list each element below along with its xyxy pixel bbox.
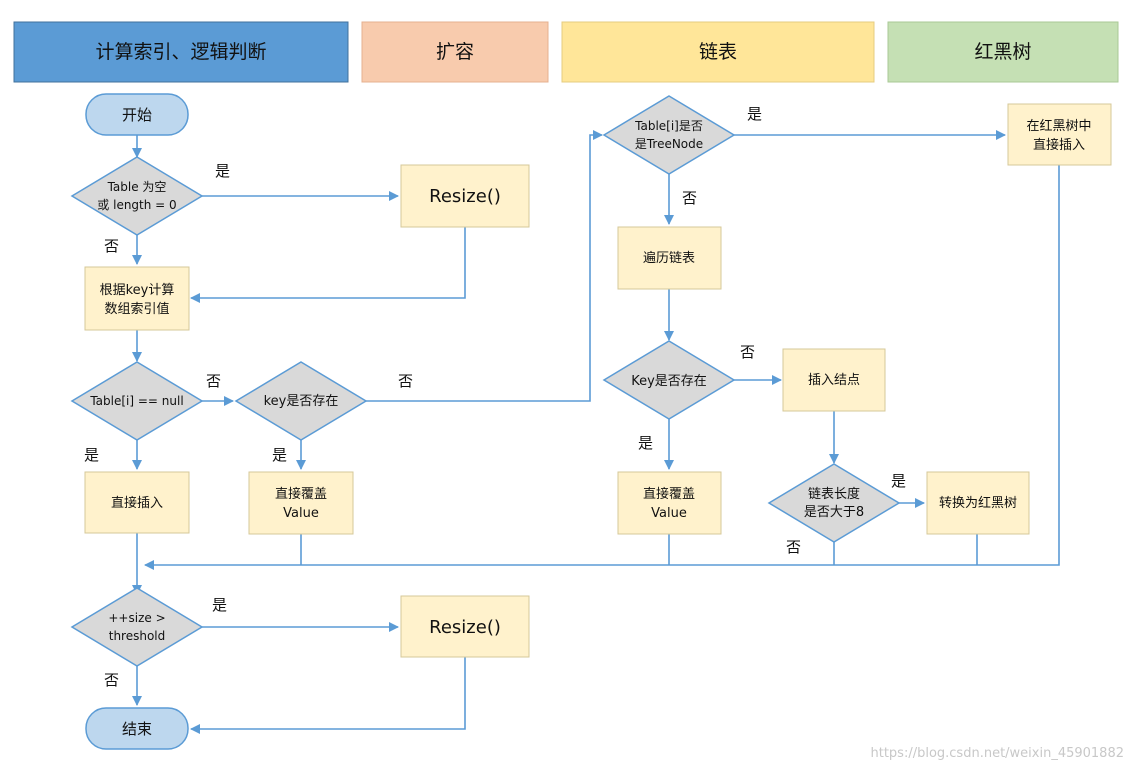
connectors [132,130,1060,734]
insert-node-label: 插入结点 [808,373,860,388]
label-yes-key2: 是 [638,434,653,452]
resize-2-label: Resize() [429,617,501,638]
decision-key-exists-2: Key是否存在 [602,340,736,420]
header-compute: 计算索引、逻辑判断 [13,21,349,83]
header-rbtree-label: 红黑树 [974,41,1031,63]
label-no-empty: 否 [104,237,119,255]
table-empty-line2: 或 length = 0 [97,198,176,212]
end-node: 结束 [85,707,189,750]
calc-index-line2: 数组索引值 [104,301,169,317]
header-linked-label: 链表 [699,41,737,63]
label-no-tree: 否 [682,189,697,207]
decision-key-exists-1: key是否存在 [234,361,368,441]
key-exists-1-label: key是否存在 [264,394,339,409]
decision-list-length: 链表长度 是否大于8 [767,463,901,543]
table-empty-line1: Table 为空 [107,180,167,194]
process-overwrite-1: 直接覆盖 Value [248,471,354,535]
label-yes-len: 是 [891,472,906,490]
label-yes-null: 是 [84,446,99,464]
decision-table-empty: Table 为空 或 length = 0 [70,156,204,236]
process-overwrite-2: 直接覆盖 Value [617,471,722,535]
label-no-null: 否 [206,372,221,390]
table-null-label: Table[i] == null [89,394,183,408]
process-direct-insert: 直接插入 [84,471,190,534]
label-no-size: 否 [104,671,119,689]
process-resize-1: Resize() [400,164,530,228]
start-label: 开始 [122,106,152,124]
header-rbtree: 红黑树 [887,21,1119,83]
key-exists-2-label: Key是否存在 [631,374,707,389]
size-check-line2: threshold [109,629,166,643]
label-yes-tree: 是 [747,105,762,123]
overwrite-2-line2: Value [651,506,687,521]
edge-resize1-back [190,227,466,303]
list-len-line2: 是否大于8 [804,505,864,520]
header-resize-label: 扩容 [436,41,474,63]
start-node: 开始 [85,93,189,136]
overwrite-1-line2: Value [283,506,319,521]
process-insert-node: 插入结点 [782,348,886,412]
decision-table-null: Table[i] == null [70,361,204,441]
overwrite-2-line1: 直接覆盖 [643,486,695,502]
size-check-line1: ++size > [108,611,165,625]
rb-insert-line1: 在红黑树中 [1026,118,1091,134]
edge-resize2-back [190,657,466,734]
header-linked: 链表 [561,21,875,83]
label-no-key2: 否 [740,343,755,361]
edge-key1-no [366,130,603,402]
end-label: 结束 [122,720,152,738]
list-len-line1: 链表长度 [808,486,860,502]
label-yes-size: 是 [212,596,227,614]
header-compute-label: 计算索引、逻辑判断 [95,41,266,63]
is-treenode-line1: Table[i]是否 [634,119,703,133]
watermark: https://blog.csdn.net/weixin_45901882 [870,746,1124,761]
decision-is-treenode: Table[i]是否 是TreeNode [602,95,736,175]
process-calc-index: 根据key计算 数组索引值 [84,266,190,331]
process-rb-insert: 在红黑树中 直接插入 [1007,103,1112,166]
to-rbtree-label: 转换为红黑树 [939,495,1017,511]
label-no-len: 否 [786,538,801,556]
decision-size-threshold: ++size > threshold [70,587,204,667]
process-resize-2: Resize() [400,595,530,658]
direct-insert-label: 直接插入 [111,495,163,511]
resize-1-label: Resize() [429,186,501,207]
overwrite-1-line1: 直接覆盖 [275,486,327,502]
process-traverse-list: 遍历链表 [617,226,722,290]
label-no-key1: 否 [398,372,413,390]
traverse-list-label: 遍历链表 [643,250,695,266]
is-treenode-line2: 是TreeNode [635,137,703,151]
edge-labels: 是 否 否 是 否 是 是 否 否 是 是 否 是 否 [84,105,906,689]
calc-index-line1: 根据key计算 [100,283,175,298]
process-to-rbtree: 转换为红黑树 [926,471,1030,535]
header-resize: 扩容 [361,21,549,83]
label-yes-key1: 是 [272,446,287,464]
edge-rb-merge [144,165,1060,570]
label-yes-empty: 是 [215,162,230,180]
rb-insert-line2: 直接插入 [1033,137,1085,153]
